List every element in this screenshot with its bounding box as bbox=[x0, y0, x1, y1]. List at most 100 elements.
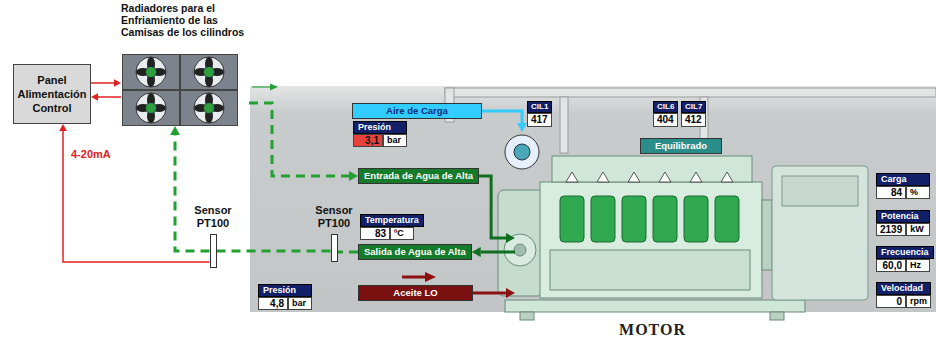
indicator-unit: bar bbox=[288, 297, 312, 310]
connector-line bbox=[338, 251, 359, 254]
box-text: Equilibrado bbox=[655, 140, 707, 151]
indicator-label: Presión bbox=[353, 121, 407, 134]
indicator-label: Temperatura bbox=[360, 214, 424, 227]
box-text: Aire de Carga bbox=[386, 105, 448, 116]
connector bbox=[91, 93, 121, 101]
connector-line bbox=[98, 96, 121, 98]
indicator-row: 60,0Hz bbox=[876, 259, 934, 272]
connector-line bbox=[481, 251, 515, 254]
oil-flow-arrow bbox=[402, 272, 436, 282]
panel-text: Panel Alimentación Control bbox=[17, 73, 86, 115]
indicator-row: 0rpm bbox=[876, 295, 931, 308]
air-flow-arrow bbox=[252, 84, 278, 91]
signal-label: 4-20mA bbox=[69, 148, 113, 160]
box-text: Salida de Agua de Alta bbox=[364, 246, 466, 257]
sensor-body bbox=[210, 234, 217, 268]
indicator-row: 2139kW bbox=[876, 223, 930, 236]
indicator-label: Velocidad bbox=[876, 282, 931, 295]
sensor-label: Sensor PT100 bbox=[311, 204, 357, 230]
arrow-head bbox=[472, 247, 481, 257]
indicator-unit: bar bbox=[383, 134, 407, 147]
connector bbox=[479, 176, 515, 243]
indicator-row: 83ºC bbox=[360, 227, 424, 240]
cylinder-label: CIL1 bbox=[527, 101, 552, 113]
indicator-unit: ºC bbox=[390, 227, 414, 240]
engine: MOTOR bbox=[515, 132, 790, 339]
cylinder-temp: CIL7412 bbox=[681, 101, 706, 127]
connector-line bbox=[91, 82, 114, 84]
cylinder-temp: CIL1417 bbox=[527, 101, 552, 127]
cylinder-value: 404 bbox=[653, 113, 678, 127]
connector bbox=[472, 247, 515, 257]
arrow-head bbox=[59, 124, 67, 131]
indicator-value: 2139 bbox=[876, 223, 906, 236]
indicator-unit: Hz bbox=[906, 259, 930, 272]
temperature-indicator: Temperatura83ºC bbox=[360, 214, 424, 240]
indicator-value: 4,8 bbox=[258, 297, 288, 310]
connector bbox=[473, 288, 515, 298]
connector-line bbox=[473, 292, 506, 295]
indicator-row: 4,8bar bbox=[258, 297, 312, 310]
connector-line bbox=[63, 131, 210, 262]
power-indicator: Potencia2139kW bbox=[876, 210, 930, 236]
arrow-head bbox=[170, 126, 180, 135]
indicator-label: Frecuencia bbox=[876, 246, 934, 259]
rad-text: Radiadores para el Enfriamiento de las C… bbox=[121, 2, 244, 38]
connector bbox=[170, 126, 209, 251]
pressure-indicator: Presión4,8bar bbox=[258, 284, 312, 310]
connector bbox=[59, 124, 209, 262]
arrow-head bbox=[506, 288, 515, 298]
cylinder-label: CIL7 bbox=[681, 101, 706, 113]
connector bbox=[338, 252, 359, 253]
connector bbox=[217, 251, 331, 252]
indicator-row: 3,1bar bbox=[353, 134, 407, 147]
box-text: Aceite LO bbox=[393, 287, 437, 298]
sensor-label: Sensor PT100 bbox=[190, 204, 236, 230]
arrow-head bbox=[91, 93, 98, 101]
indicator-label: Carga bbox=[876, 173, 930, 186]
indicator-value: 60,0 bbox=[876, 259, 906, 272]
sensor-body bbox=[331, 234, 338, 262]
connector-line bbox=[175, 135, 210, 251]
indicator-label: Presión bbox=[258, 284, 312, 297]
arrow-head bbox=[114, 79, 121, 87]
radiator-unit: Radiadores para el Enfriamiento de las C… bbox=[121, 2, 249, 126]
control-panel: Panel Alimentación Control bbox=[13, 64, 91, 124]
hmi-screen bbox=[250, 86, 936, 312]
radiator-fans bbox=[123, 55, 238, 126]
connector bbox=[249, 103, 358, 181]
charge-air-box: Aire de Carga bbox=[352, 103, 482, 119]
connector-line bbox=[479, 176, 506, 238]
indicator-value: 83 bbox=[360, 227, 390, 240]
speed-indicator: Velocidad0rpm bbox=[876, 282, 931, 308]
cylinder-value: 417 bbox=[527, 113, 552, 127]
connector bbox=[91, 79, 121, 87]
indicator-unit: % bbox=[906, 186, 930, 199]
pt100-sensor: Sensor PT100 bbox=[190, 204, 236, 268]
pressure-indicator: Presión3,1bar bbox=[353, 121, 407, 147]
indicator-unit: kW bbox=[906, 223, 930, 236]
pt100-sensor: Sensor PT100 bbox=[311, 204, 357, 262]
connector-line bbox=[482, 111, 522, 123]
balance-box: Equilibrado bbox=[640, 138, 722, 154]
indicator-label: Potencia bbox=[876, 210, 930, 223]
indicator-value: 0 bbox=[876, 295, 906, 308]
arrow-head bbox=[506, 233, 515, 243]
indicator-unit: rpm bbox=[906, 295, 931, 308]
cylinder-value: 412 bbox=[681, 113, 706, 127]
water-inlet-box: Entrada de Agua de Alta bbox=[358, 168, 479, 184]
connector bbox=[482, 111, 527, 132]
arrow-head bbox=[517, 123, 527, 132]
cylinder-temp: CIL6404 bbox=[653, 101, 678, 127]
indicator-value: 84 bbox=[876, 186, 906, 199]
engine-illustration bbox=[498, 135, 868, 320]
cylinder-label: CIL6 bbox=[653, 101, 678, 113]
water-outlet-box: Salida de Agua de Alta bbox=[358, 244, 472, 260]
connector-line bbox=[249, 103, 349, 176]
frequency-indicator: Frecuencia60,0Hz bbox=[876, 246, 934, 272]
indicator-value: 3,1 bbox=[353, 134, 383, 147]
box-text: Entrada de Agua de Alta bbox=[364, 170, 473, 181]
indicator-row: 84% bbox=[876, 186, 930, 199]
lube-oil-box: Aceite LO bbox=[358, 285, 473, 301]
load-indicator: Carga84% bbox=[876, 173, 930, 199]
